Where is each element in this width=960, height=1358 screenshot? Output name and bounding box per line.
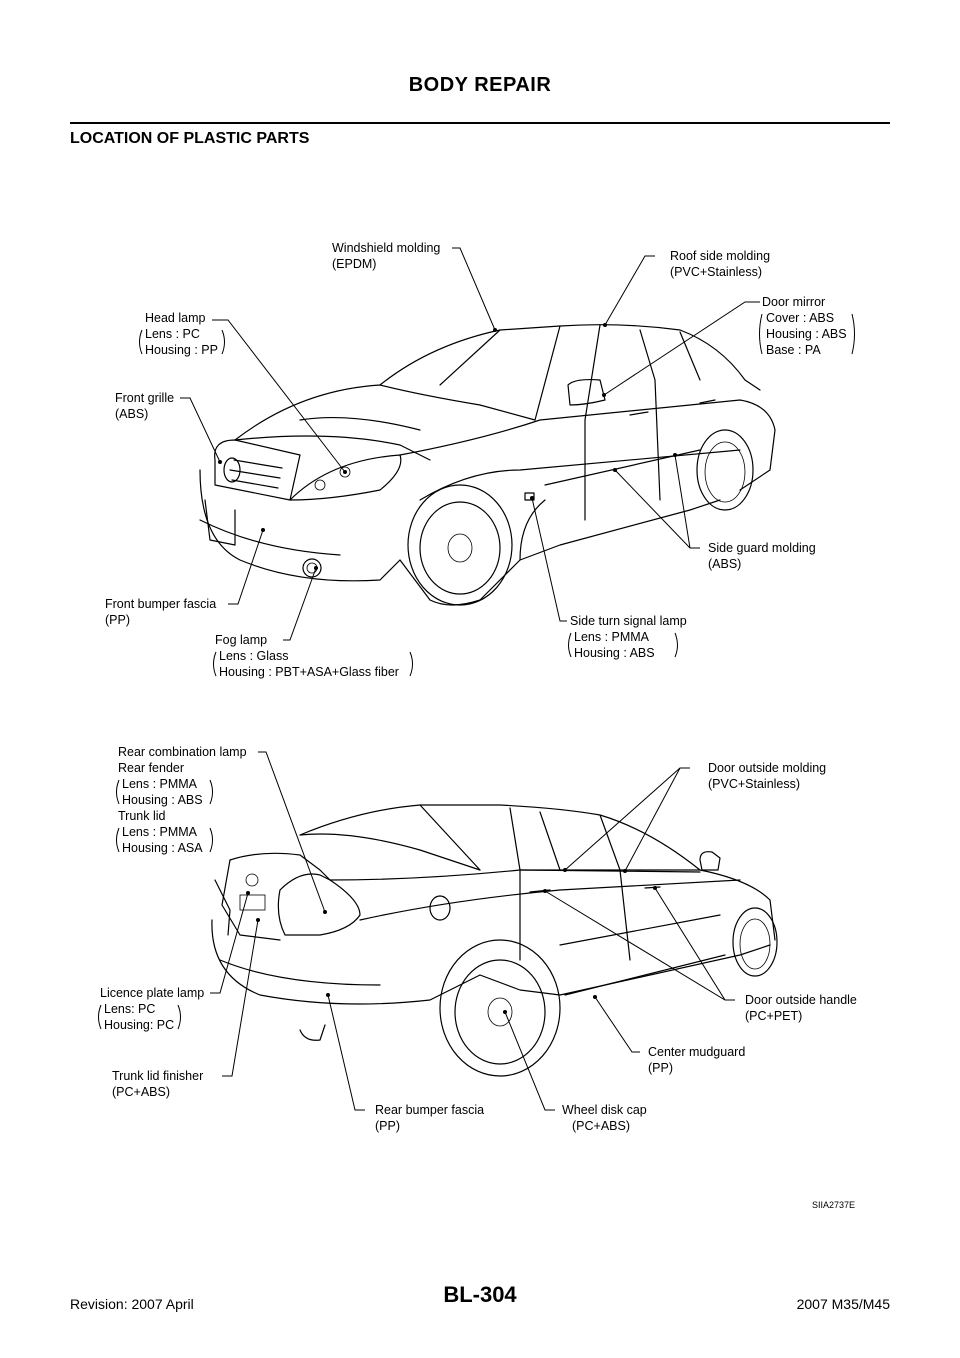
label-center-mudguard: Center mudguard	[648, 1045, 745, 1059]
rear-labels: Rear combination lamp Rear fender Lens :…	[98, 745, 857, 1210]
rear-car-drawing	[211, 804, 778, 1077]
label-door-outside-handle: Door outside handle	[745, 993, 857, 1007]
label-trunk-lid: Trunk lid	[118, 809, 166, 823]
label-side-turn-signal-lens: Lens : PMMA	[574, 630, 650, 644]
label-door-outside-molding: Door outside molding	[708, 761, 826, 775]
bracket-right	[221, 329, 225, 355]
label-rear-fender: Rear fender	[118, 761, 184, 775]
footer-revision: Revision: 2007 April	[70, 1296, 194, 1312]
label-side-turn-signal-lamp: Side turn signal lamp	[570, 614, 687, 628]
label-rear-fender-lens: Lens : PMMA	[122, 777, 198, 791]
label-front-bumper-fascia: Front bumper fascia	[105, 597, 216, 611]
header-rule	[70, 122, 890, 124]
footer-model: 2007 M35/M45	[796, 1296, 890, 1312]
label-door-mirror-base: Base : PA	[766, 343, 821, 357]
label-door-mirror-housing: Housing : ABS	[766, 327, 847, 341]
label-fog-lamp-housing: Housing : PBT+ASA+Glass fiber	[219, 665, 399, 679]
label-head-lamp-lens: Lens : PC	[145, 327, 200, 341]
footer-page-number: BL-304	[443, 1282, 517, 1307]
section-title: LOCATION OF PLASTIC PARTS	[70, 130, 310, 147]
front-labels: Windshield molding (EPDM) Roof side mold…	[105, 241, 855, 679]
label-rear-bumper-fascia: Rear bumper fascia	[375, 1103, 484, 1117]
label-licence-plate-lamp: Licence plate lamp	[100, 986, 204, 1000]
label-trunk-lid-lens: Lens : PMMA	[122, 825, 198, 839]
label-fog-lamp: Fog lamp	[215, 633, 267, 647]
label-front-bumper-fascia-material: (PP)	[105, 613, 130, 627]
front-leader-lines	[180, 247, 760, 641]
rear-leader-lines	[210, 751, 735, 1111]
label-rear-bumper-fascia-material: (PP)	[375, 1119, 400, 1133]
label-side-guard-molding: Side guard molding	[708, 541, 816, 555]
label-fog-lamp-lens: Lens : Glass	[219, 649, 288, 663]
label-licence-plate-housing: Housing: PC	[104, 1018, 174, 1032]
label-head-lamp: Head lamp	[145, 311, 205, 325]
label-rear-combination-lamp: Rear combination lamp	[118, 745, 247, 759]
label-roof-side-molding: Roof side molding	[670, 249, 770, 263]
label-rear-fender-housing: Housing : ABS	[122, 793, 203, 807]
label-door-outside-molding-material: (PVC+Stainless)	[708, 777, 800, 791]
label-front-grille: Front grille	[115, 391, 174, 405]
label-windshield-molding: Windshield molding	[332, 241, 440, 255]
label-door-mirror-cover: Cover : ABS	[766, 311, 834, 325]
front-car-drawing	[199, 323, 776, 606]
bracket-left	[139, 329, 143, 355]
label-head-lamp-housing: Housing : PP	[145, 343, 218, 357]
label-wheel-disk-cap-material: (PC+ABS)	[572, 1119, 630, 1133]
figure-code: SIIA2737E	[812, 1200, 855, 1210]
page-header: BODY REPAIR	[408, 74, 552, 96]
label-center-mudguard-material: (PP)	[648, 1061, 673, 1075]
label-door-mirror: Door mirror	[762, 295, 825, 309]
label-roof-side-molding-material: (PVC+Stainless)	[670, 265, 762, 279]
label-side-guard-molding-material: (ABS)	[708, 557, 741, 571]
label-licence-plate-lens: Lens: PC	[104, 1002, 155, 1016]
label-trunk-lid-housing: Housing : ASA	[122, 841, 203, 855]
label-trunk-lid-finisher-material: (PC+ABS)	[112, 1085, 170, 1099]
label-windshield-molding-material: (EPDM)	[332, 257, 376, 271]
label-front-grille-material: (ABS)	[115, 407, 148, 421]
label-wheel-disk-cap: Wheel disk cap	[562, 1103, 647, 1117]
label-side-turn-signal-housing: Housing : ABS	[574, 646, 655, 660]
label-door-outside-handle-material: (PC+PET)	[745, 1009, 802, 1023]
label-trunk-lid-finisher: Trunk lid finisher	[112, 1069, 203, 1083]
